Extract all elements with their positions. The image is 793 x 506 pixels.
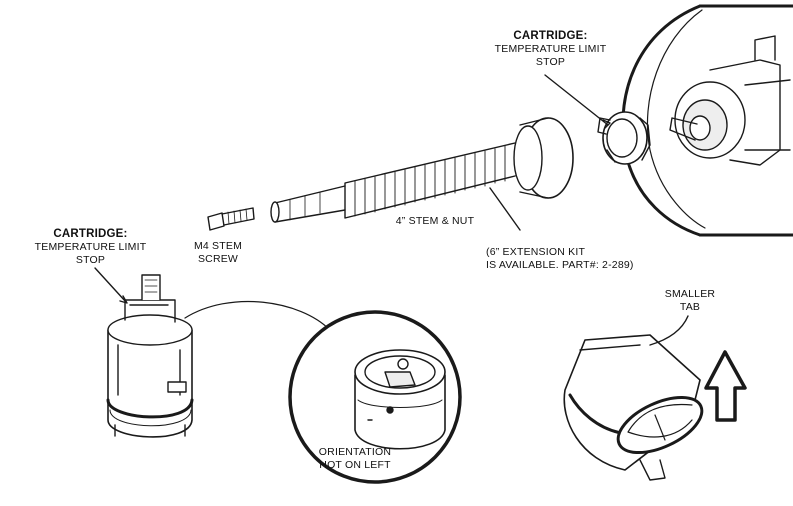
m4-stem-line1: M4 STEM [193,240,243,252]
m4-stem-screw [207,207,255,231]
smaller-tab-line2: TAB [679,301,701,313]
cartridge-top-title: CARTRIDGE: [513,30,588,42]
m4-stem-line2: SCREW [197,253,239,265]
cartridge-top-label: CARTRIDGE: TEMPERATURE LIMIT STOP [488,30,613,69]
cartridge-left [106,274,194,438]
cartridge-left-line2: STOP [75,254,106,266]
cartridge-left-arrowhead [119,295,128,304]
orientation-line1: ORIENTATION [318,446,392,458]
smaller-tab-line1: SMALLER [664,288,716,300]
smaller-tab-leader [649,315,689,346]
m4-stem-label: M4 STEM SCREW [178,240,258,266]
up-arrow-icon [704,350,747,422]
stem-and-nut [270,117,574,223]
temperature-limit-stop-ring [597,111,651,165]
valve-body-detail [621,4,793,237]
cartridge-right [563,334,704,481]
cartridge-left-line1: TEMPERATURE LIMIT [34,241,147,253]
orientation-zoom-circle [288,310,462,484]
extension-kit-line2: IS AVAILABLE. PART#: 2-289) [486,259,634,271]
cartridge-left-leader [94,267,127,303]
cartridge-top-line2: STOP [535,56,566,68]
cartridge-left-title: CARTRIDGE: [53,228,128,240]
stem-nut-leader [489,187,521,231]
extension-kit-line1: (6” EXTENSION KIT [486,246,586,258]
stem-nut-label: 4” STEM & NUT [395,215,475,227]
cartridge-top-leader [544,74,609,126]
orientation-line2: HOT ON LEFT [319,459,391,471]
zoom-leader-line [184,300,331,331]
cartridge-left-label: CARTRIDGE: TEMPERATURE LIMIT STOP [28,228,153,267]
orientation-label: ORIENTATION HOT ON LEFT [310,446,400,472]
cartridge-top-arrowhead [602,119,611,129]
smaller-tab-label: SMALLER TAB [655,288,725,314]
extension-kit-label: (6” EXTENSION KIT IS AVAILABLE. PART#: 2… [486,246,634,272]
cartridge-top-line1: TEMPERATURE LIMIT [494,43,607,55]
